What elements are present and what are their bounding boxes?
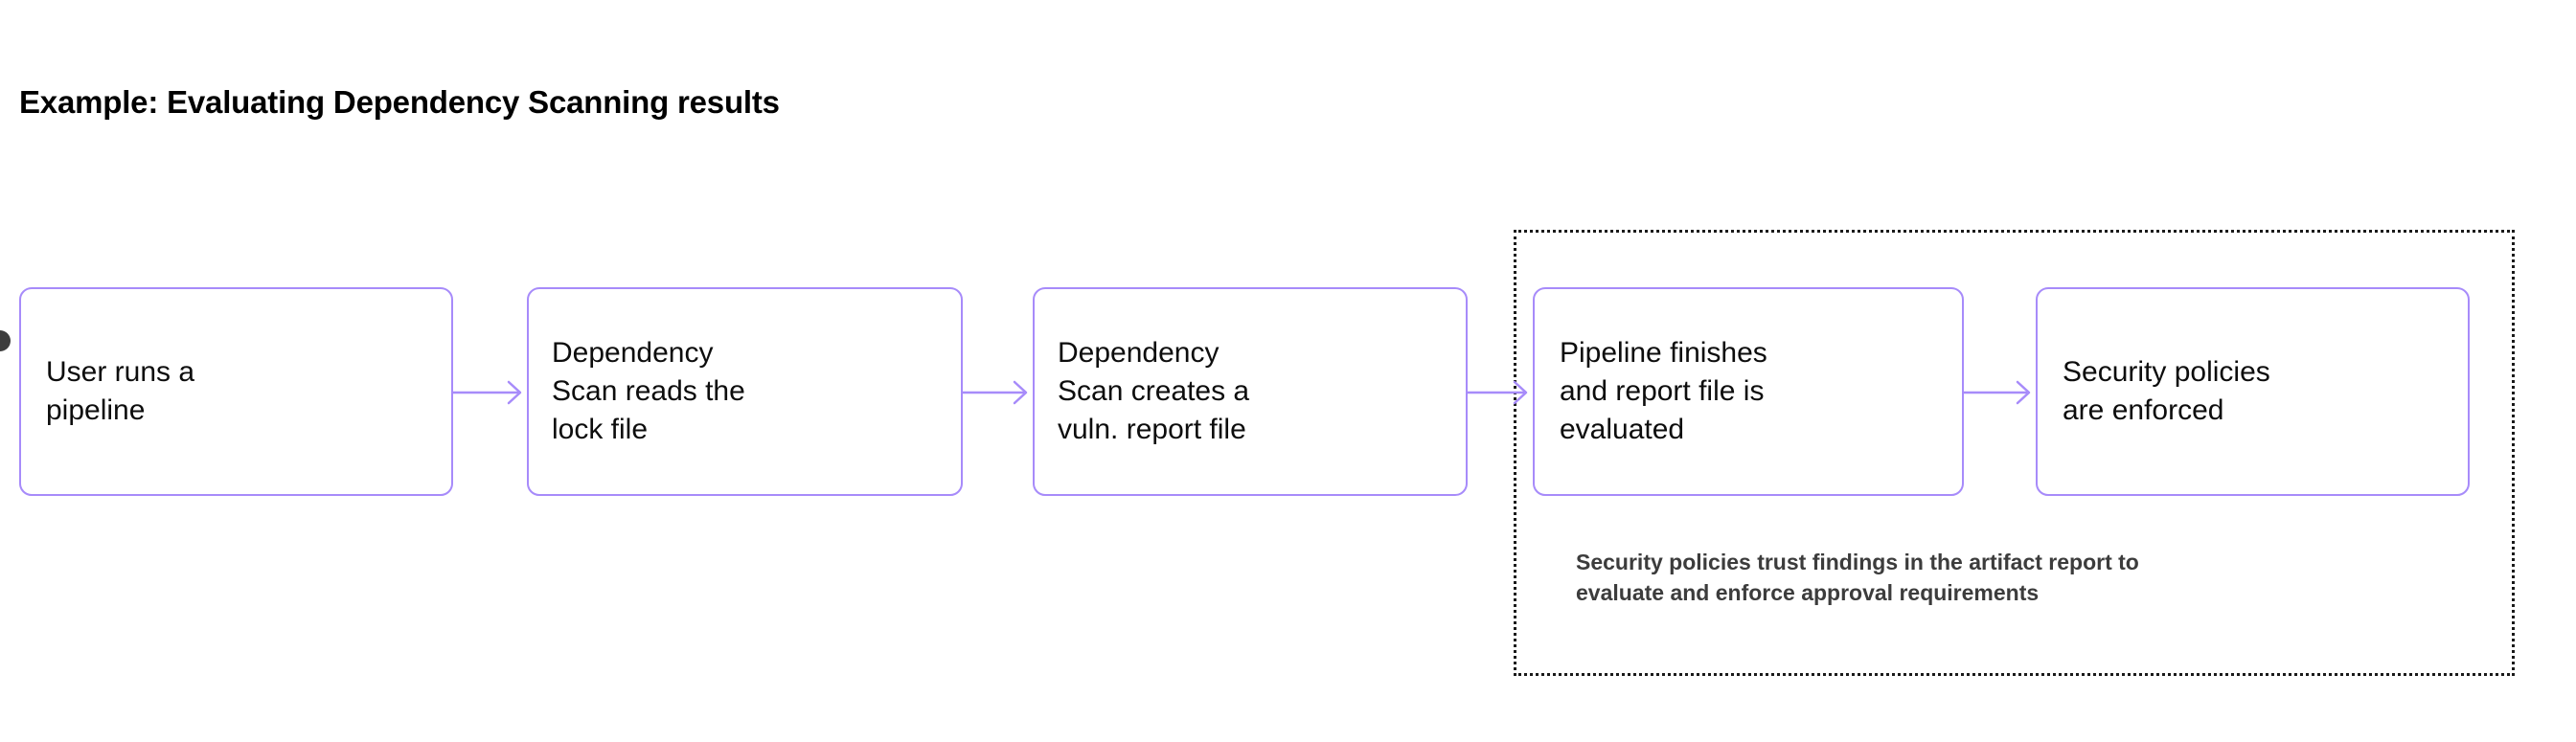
group-caption-line-1: Security policies trust findings in the … [1576, 550, 2139, 574]
page-title: Example: Evaluating Dependency Scanning … [19, 84, 780, 120]
security-policy-group-container [1514, 230, 2515, 676]
arrow-right-icon [451, 380, 522, 405]
group-caption-line-2: evaluate and enforce approval requiremen… [1576, 579, 2040, 605]
security-policy-group-caption: Security policies trust findings in the … [1576, 548, 2467, 608]
flow-arrow-2 [961, 373, 1036, 412]
arrow-right-icon [961, 380, 1028, 405]
flow-arrow-1 [451, 373, 530, 412]
entry-connection-handle[interactable] [0, 330, 11, 351]
